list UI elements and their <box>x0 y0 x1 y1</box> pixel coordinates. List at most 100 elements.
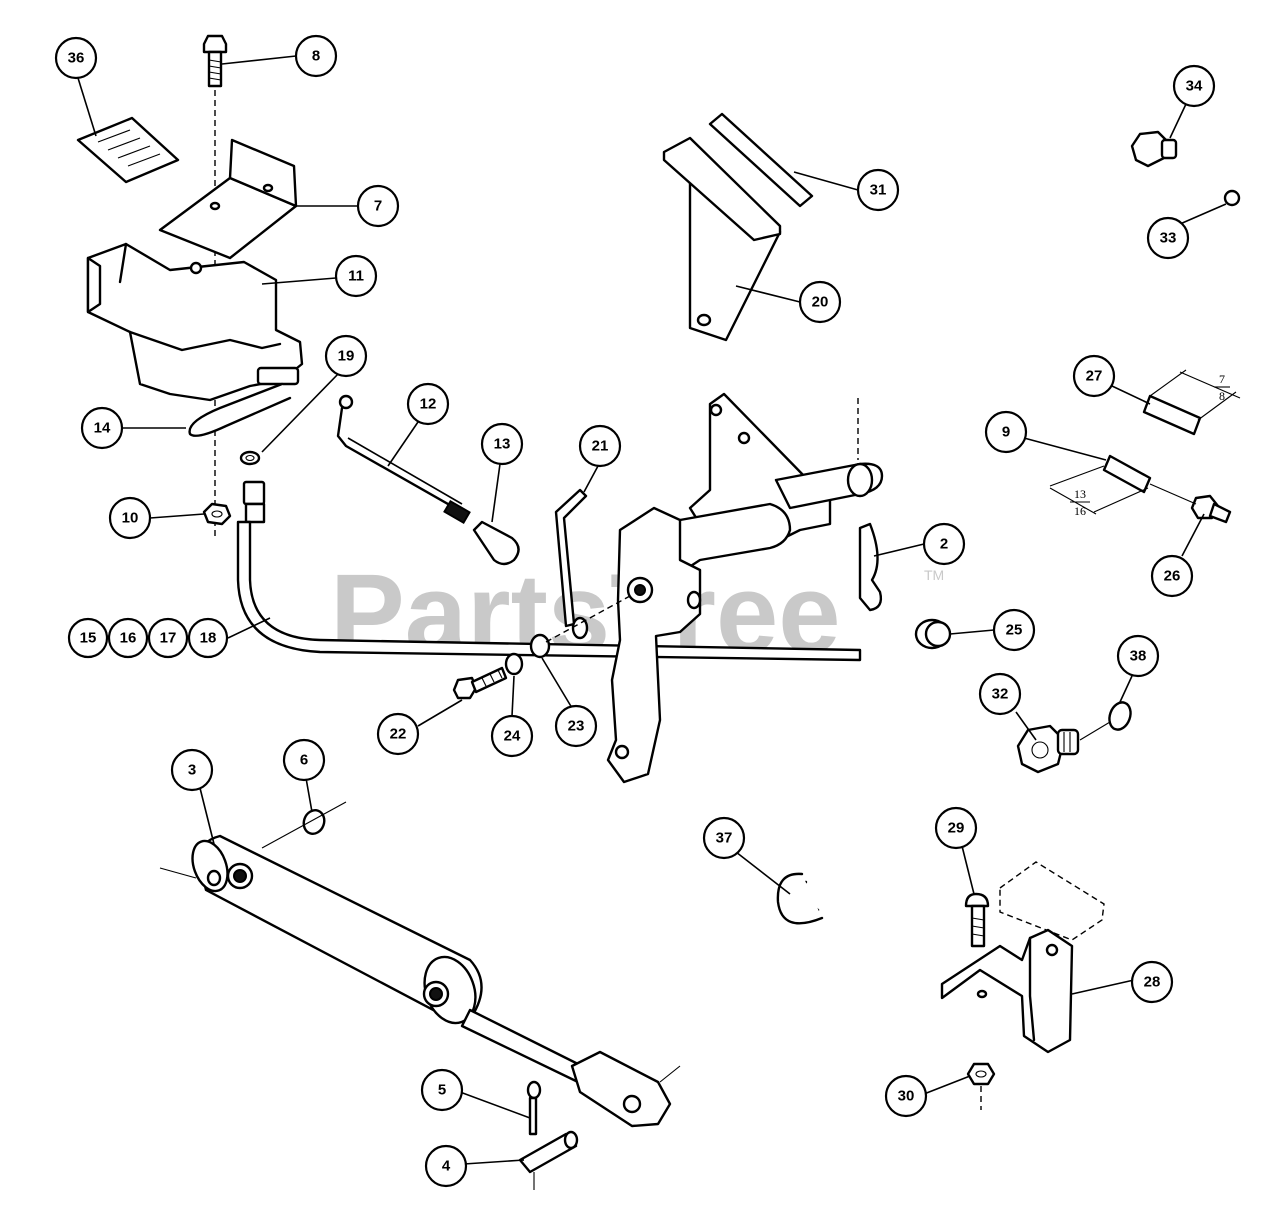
callout-7-label: 7 <box>374 198 382 215</box>
callout-13: 13 <box>480 422 524 466</box>
callout-22-label: 22 <box>390 726 407 743</box>
knob-part <box>472 520 520 566</box>
callout-8: 8 <box>294 34 338 78</box>
callout-33: 33 <box>1146 216 1190 260</box>
callout-32-label: 32 <box>992 686 1009 703</box>
callout-3: 3 <box>170 748 214 792</box>
callout-27-label: 27 <box>1086 368 1103 385</box>
dimension-9-numerator: 13 <box>1074 487 1086 501</box>
dimension-9: 13 16 <box>1070 487 1090 518</box>
callout-33-label: 33 <box>1160 230 1177 247</box>
bracket-nut-part <box>966 1062 996 1110</box>
control-arm-assembly <box>606 392 884 784</box>
nut-fitting-part <box>1130 130 1178 168</box>
callout-16-label: 16 <box>120 630 137 647</box>
dimension-9-denominator: 16 <box>1074 504 1086 518</box>
hydraulic-cylinder-part <box>159 834 681 1128</box>
callout-14: 14 <box>80 406 124 450</box>
fitting-26-part <box>1149 483 1232 524</box>
callout-29: 29 <box>934 806 978 850</box>
dimension-27-numerator: 7 <box>1219 372 1225 386</box>
callout-5-label: 5 <box>438 1082 446 1099</box>
callout-20: 20 <box>798 280 842 324</box>
lock-washer-part <box>504 652 524 676</box>
callout-19-label: 19 <box>338 348 355 365</box>
bracket-part <box>158 138 298 260</box>
callout-5: 5 <box>420 1068 464 1112</box>
callout-12-label: 12 <box>420 396 437 413</box>
callout-28-label: 28 <box>1144 974 1161 991</box>
mounting-bracket-part <box>940 861 1105 1054</box>
callout-38-label: 38 <box>1130 648 1147 665</box>
callout-29-label: 29 <box>948 820 965 837</box>
hydraulic-hose-part <box>236 480 862 662</box>
callout-28: 28 <box>1130 960 1174 1004</box>
callout-4: 4 <box>424 1144 468 1188</box>
hairpin-clip-part <box>858 522 883 612</box>
callout-18-label: 18 <box>200 630 217 647</box>
dimension-27-denominator: 8 <box>1219 389 1225 403</box>
o-ring-part <box>1108 701 1132 731</box>
ball-part <box>1223 189 1241 207</box>
callout-3-label: 3 <box>188 762 196 779</box>
callout-2-label: 2 <box>940 536 948 553</box>
callout-6: 6 <box>282 738 326 782</box>
callout-24: 24 <box>490 714 534 758</box>
callout-4-label: 4 <box>442 1158 451 1175</box>
callout-36-label: 36 <box>68 50 85 67</box>
callout-18: 18 <box>187 617 229 659</box>
washer-part <box>239 450 261 466</box>
callout-11-label: 11 <box>348 268 364 285</box>
callout-25: 25 <box>992 608 1036 652</box>
callout-22: 22 <box>376 712 420 756</box>
callout-11: 11 <box>334 254 378 298</box>
callout-14-label: 14 <box>94 420 111 437</box>
adapter-fitting-part <box>1016 724 1080 774</box>
callout-34-label: 34 <box>1186 78 1203 95</box>
callout-30-label: 30 <box>898 1088 915 1105</box>
cotter-pin-part <box>526 1080 542 1136</box>
callout-32: 32 <box>978 672 1022 716</box>
callout-13-label: 13 <box>494 436 511 453</box>
callout-26: 26 <box>1150 554 1194 598</box>
control-rod-part <box>336 394 471 525</box>
callout-38: 38 <box>1116 634 1160 678</box>
carriage-bolt-part <box>964 892 990 948</box>
callout-20-label: 20 <box>812 294 829 311</box>
callout-17: 17 <box>147 617 189 659</box>
callout-21-label: 21 <box>592 438 609 455</box>
callout-24-label: 24 <box>504 728 521 745</box>
callout-36: 36 <box>54 36 98 80</box>
callout-16: 16 <box>107 617 149 659</box>
callout-9-label: 9 <box>1002 424 1010 441</box>
callout-6-label: 6 <box>300 752 308 769</box>
callout-37-label: 37 <box>716 830 733 847</box>
callout-31-label: 31 <box>870 182 887 199</box>
callout-31: 31 <box>856 168 900 212</box>
callout-10-label: 10 <box>122 510 139 527</box>
snap-ring-part <box>302 809 326 835</box>
callout-17-label: 17 <box>160 630 177 647</box>
callout-9: 9 <box>984 410 1028 454</box>
clevis-pin-part <box>518 1130 579 1190</box>
hair-pin-part <box>188 382 292 437</box>
callout-21: 21 <box>578 424 622 468</box>
callout-26-label: 26 <box>1164 568 1181 585</box>
pad-part <box>708 112 814 208</box>
pedal-bracket-part <box>662 136 782 342</box>
callout-23: 23 <box>554 704 598 748</box>
callout-15: 15 <box>67 617 109 659</box>
bolt-part <box>202 34 228 540</box>
flat-washer-part <box>529 633 551 659</box>
callout-34: 34 <box>1172 64 1216 108</box>
dimension-27: 7 8 <box>1214 372 1230 403</box>
spring-27-part <box>1142 369 1241 436</box>
bolt-22-part <box>452 666 508 700</box>
callout-15-label: 15 <box>80 630 97 647</box>
callout-19: 19 <box>324 334 368 378</box>
leader-lines <box>77 55 1227 1165</box>
callout-30: 30 <box>884 1074 928 1118</box>
spring-9-part <box>1049 454 1152 515</box>
decal-part <box>76 116 180 184</box>
